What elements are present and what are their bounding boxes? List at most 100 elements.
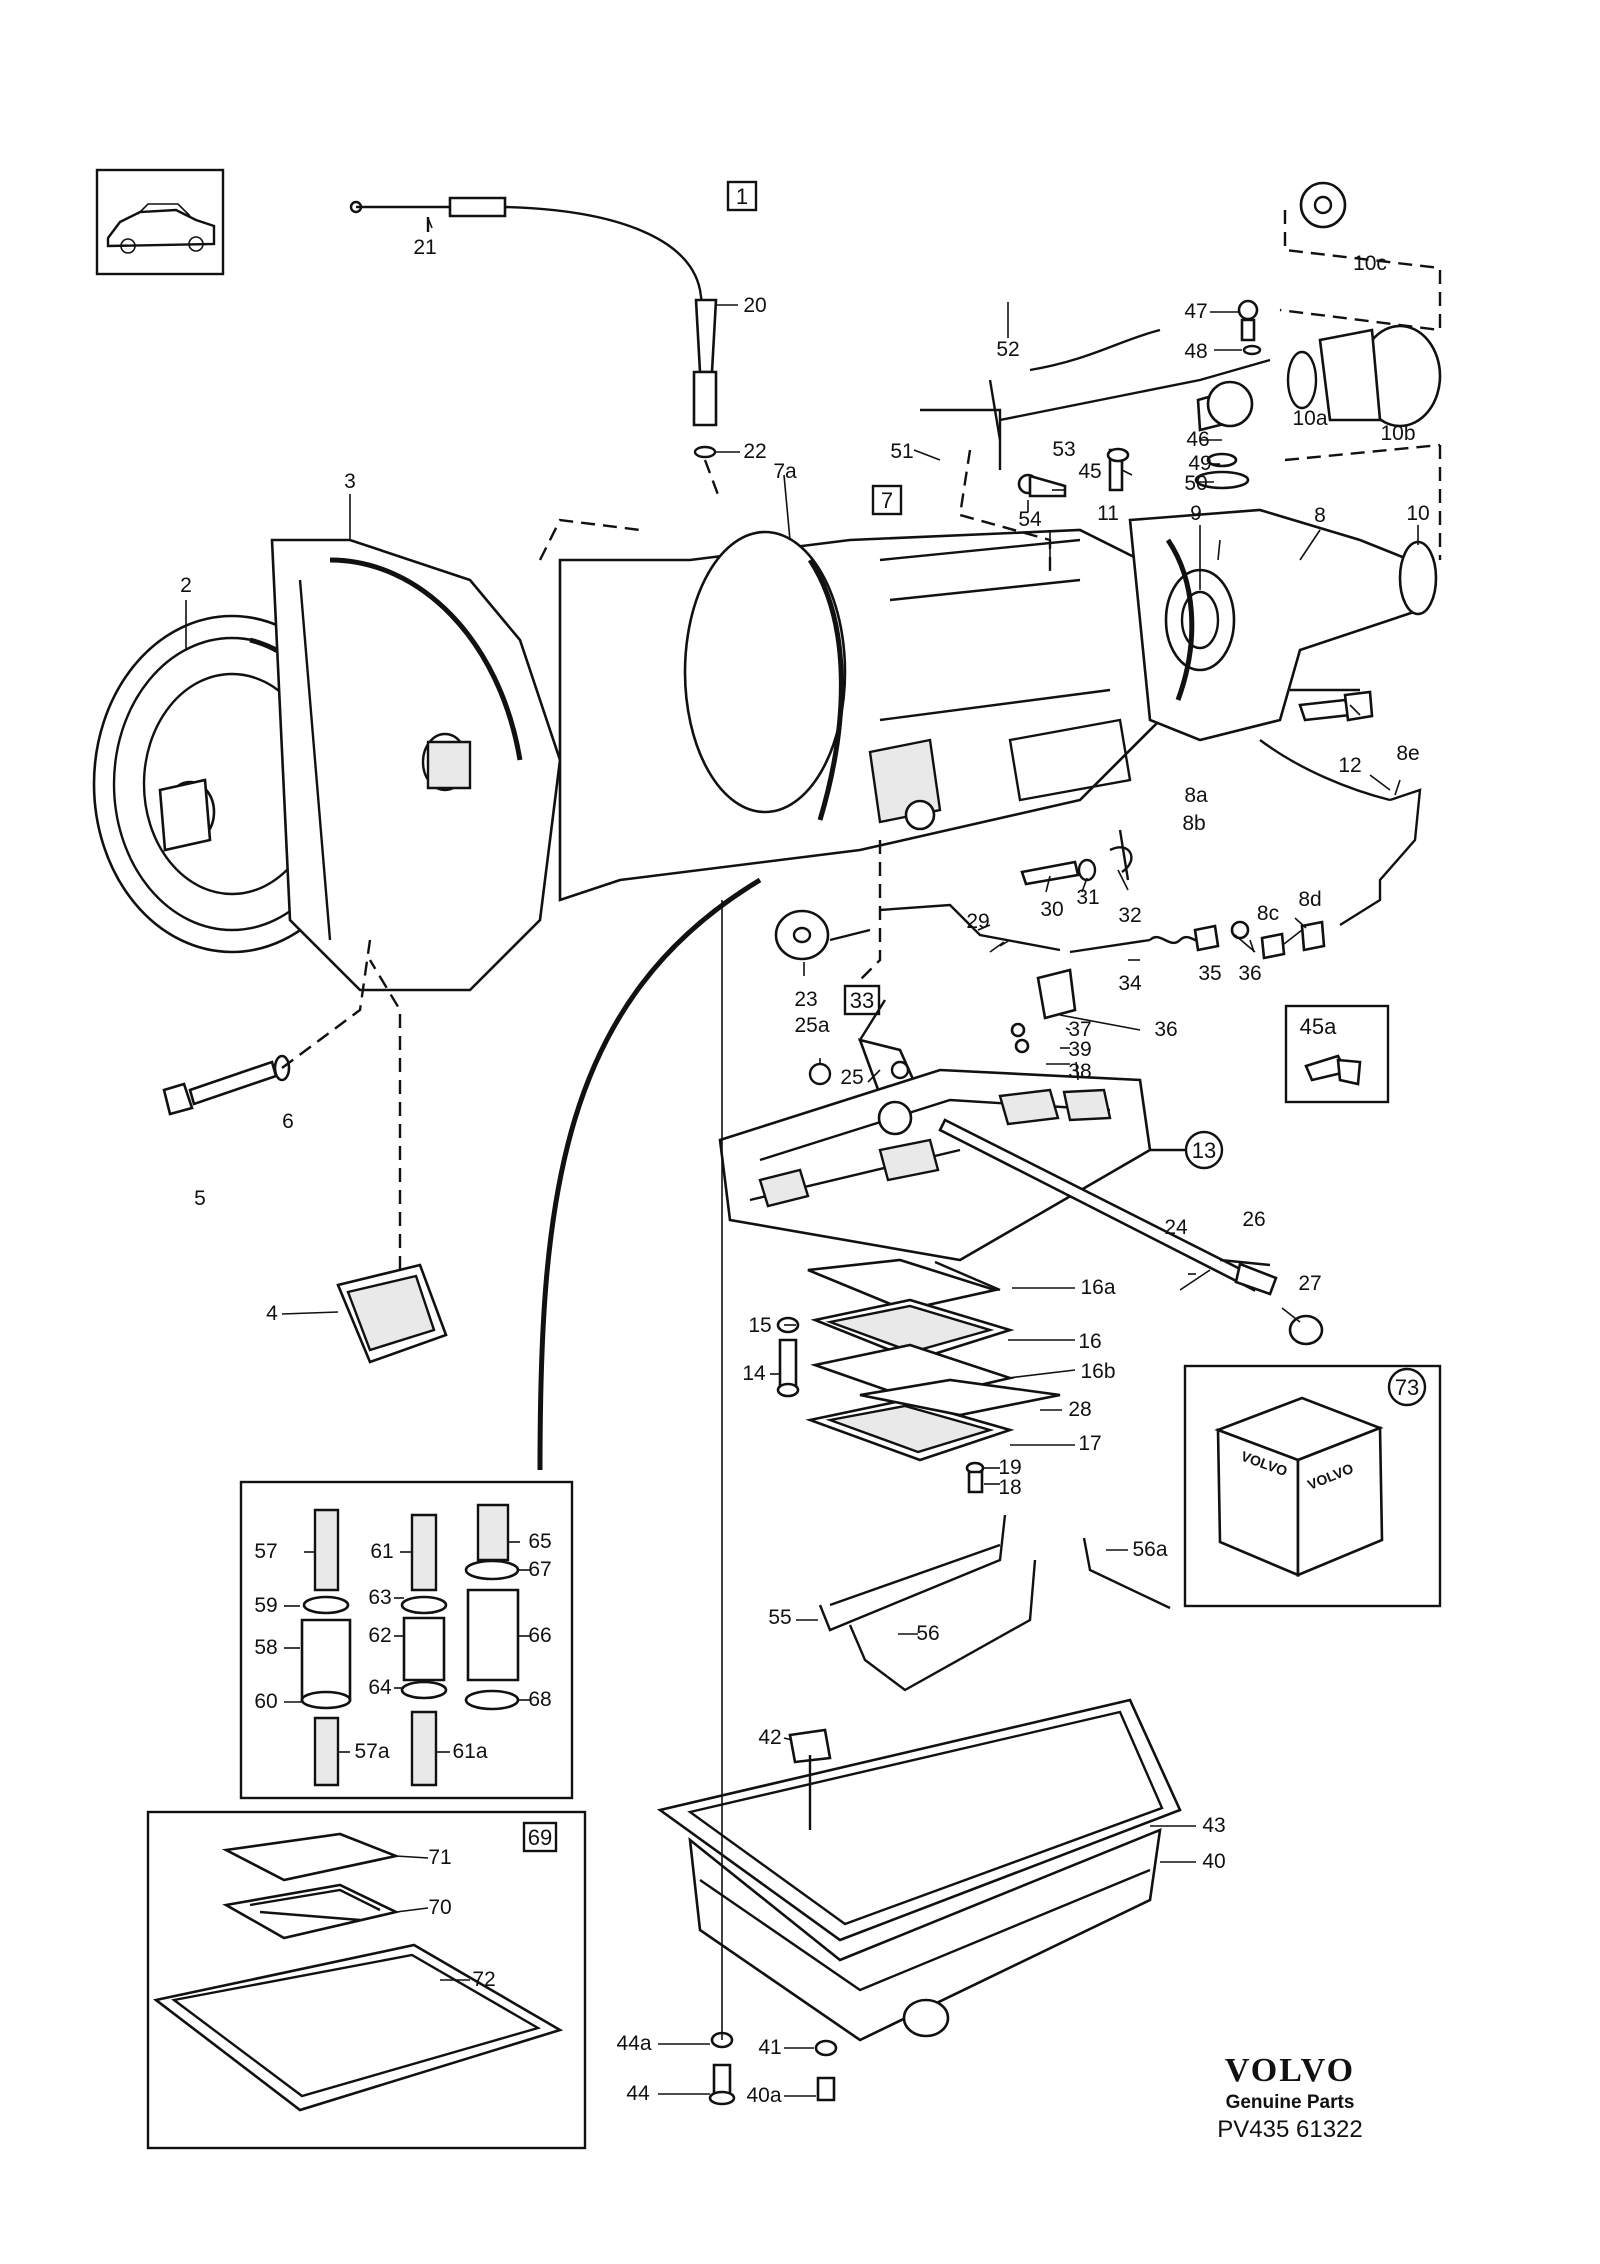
part-label-8: 8 [1314,504,1326,527]
part-label-71: 71 [428,1846,451,1869]
part-label-56a: 56a [1132,1538,1167,1561]
transmission-assembly [92,508,1438,992]
part-label-48: 48 [1184,340,1207,363]
car-thumbnail [95,168,225,276]
part-label-6: 6 [282,1110,294,1133]
part-labels: 21 20 22 7a 3 2 52 51 53 54 45 46 47 48 … [180,236,1430,2107]
part-label-31: 31 [1076,886,1099,909]
part-label-64: 64 [368,1676,392,1699]
part-label-35: 35 [1198,962,1221,985]
brand-name: VOLVO [1224,2052,1356,2089]
part-label-10: 10 [1406,502,1429,525]
part-label-45: 45 [1078,460,1101,483]
extension-housing [1128,508,1422,742]
part-label-14: 14 [742,1362,766,1385]
part-label-10c: 10c [1353,252,1387,275]
bolt-5 [162,939,372,1116]
plate-bolts [776,1316,985,1494]
circled-ref-label: 73 [1395,1375,1419,1400]
part-label-9: 9 [1190,502,1202,525]
brand-subtitle: Genuine Parts [1225,2092,1355,2113]
part-label-36: 36 [1154,1018,1177,1041]
part-label-41: 41 [758,2036,781,2059]
speedo-drive-group [1279,181,1442,560]
cooler-line-group [1259,690,1422,960]
part-label-10a: 10a [1292,407,1327,430]
part-label-4: 4 [266,1302,278,1325]
part-label-27: 27 [1298,1272,1321,1295]
part-label-28: 28 [1068,1398,1091,1421]
part-label-67: 67 [528,1558,551,1581]
part-label-24: 24 [1164,1216,1188,1239]
group-box-1: 1 [726,180,758,212]
part-label-20: 20 [743,294,766,317]
part-label-7a: 7a [773,460,797,483]
part-label-22: 22 [743,440,766,463]
part-label-8a: 8a [1184,784,1208,807]
catalog-code: PV435 61322 [1217,2116,1363,2143]
part-label-63: 63 [368,1586,391,1609]
part-label-17: 17 [1078,1432,1101,1455]
part-label-34: 34 [1118,972,1142,995]
part-label-72: 72 [472,1968,495,1991]
part-label-38: 38 [1068,1060,1091,1083]
part-label-26: 26 [1242,1208,1265,1231]
part-label-15: 15 [748,1314,771,1337]
circled-ref-13: 13 [1150,1130,1224,1170]
linkage-bracket-group [920,299,1271,575]
part-label-36: 36 [1238,962,1261,985]
circled-ref-label: 13 [1192,1138,1216,1163]
part-label-2: 2 [180,574,192,597]
part-label-52: 52 [996,338,1019,361]
part-label-16b: 16b [1080,1360,1115,1383]
part-label-29: 29 [966,910,989,933]
part-label-61a: 61a [452,1740,487,1763]
selector-shaft [938,1118,1324,1346]
pan-body [688,1827,1162,2042]
dipstick-tube [537,877,762,1471]
part-label-54: 54 [1018,508,1042,531]
part-label-19: 19 [998,1456,1021,1479]
part-label-57: 57 [254,1540,277,1563]
group-box-7: 7 [871,484,903,516]
brand-block: VOLVO Genuine Parts PV435 61322 [1180,2052,1400,2144]
inset-box-label: 45a [1300,1014,1337,1039]
fluid-inset-73: 73 VOLVO VOLVO [1183,1364,1442,1608]
part-label-25: 25 [840,1066,863,1089]
oil-tubes [818,1514,1171,1692]
part-label-47: 47 [1184,300,1207,323]
group-box-label: 7 [881,488,893,513]
part-label-40a: 40a [746,2084,781,2107]
part-label-12: 12 [1338,754,1361,777]
group-box-label: 1 [736,184,748,209]
group-box-33: 33 [843,984,881,1016]
throttle-cable [349,196,722,501]
valve-plates [805,1258,1061,1462]
part-label-60: 60 [254,1690,277,1713]
part-label-37: 37 [1068,1018,1091,1041]
bell-housing [270,538,562,992]
part-label-10b: 10b [1380,422,1415,445]
part-label-55: 55 [768,1606,791,1629]
part-label-70: 70 [428,1896,451,1919]
part-label-50: 50 [1184,472,1207,495]
gasket-inset-69: 69 [146,1810,587,2150]
part-label-3: 3 [344,470,356,493]
part-label-32: 32 [1118,904,1141,927]
switch-inset-45a: 45a [1284,1004,1390,1104]
part-label-56: 56 [916,1622,939,1645]
part-label-8b: 8b [1182,812,1205,835]
part-label-43: 43 [1202,1814,1225,1837]
leader-lines [185,217,1419,2097]
part-label-16: 16 [1078,1330,1101,1353]
part-label-42: 42 [758,1726,781,1749]
part-label-68: 68 [528,1688,551,1711]
valve-parts-inset [239,1480,574,1800]
group-box-label: 69 [528,1825,552,1850]
part-label-8c: 8c [1257,902,1279,925]
part-label-11: 11 [1097,502,1119,525]
part-label-49: 49 [1188,452,1211,475]
part-label-61: 61 [370,1540,393,1563]
part-label-8d: 8d [1298,888,1321,911]
part-label-8e: 8e [1396,742,1419,765]
